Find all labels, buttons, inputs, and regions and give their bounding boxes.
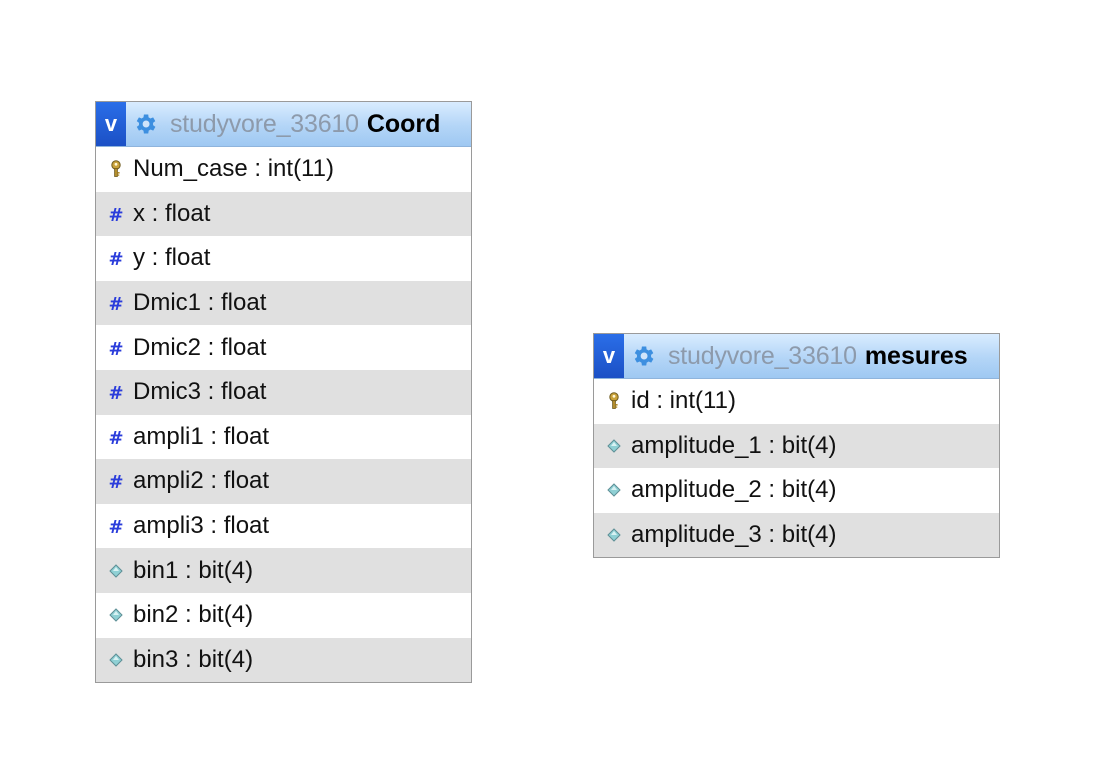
column-label: amplitude_3 : bit(4) [631,521,837,549]
gear-icon[interactable] [630,343,656,369]
table-mesures[interactable]: v studyvore_33610 mesures id : int(11) am… [593,333,1000,559]
column-row[interactable]: # x : float [96,191,471,237]
column-row[interactable]: amplitude_3 : bit(4) [594,512,999,558]
diamond-icon [604,525,624,545]
column-row[interactable]: # y : float [96,236,471,281]
table-header[interactable]: v studyvore_33610 mesures [594,334,999,379]
column-row[interactable]: id : int(11) [594,379,999,424]
gear-icon[interactable] [132,111,158,137]
column-row[interactable]: bin1 : bit(4) [96,548,471,593]
hash-icon: # [108,249,124,271]
column-row[interactable]: bin2 : bit(4) [96,592,471,638]
hash-icon: # [108,517,124,539]
column-row[interactable]: amplitude_2 : bit(4) [594,468,999,513]
table-name: mesures [864,341,968,370]
column-row[interactable]: Num_case : int(11) [96,147,471,192]
toggle-columns-button[interactable]: v [96,102,126,146]
toggle-columns-button[interactable]: v [594,334,624,378]
column-label: Dmic2 : float [133,333,267,361]
column-row[interactable]: amplitude_1 : bit(4) [594,423,999,469]
column-label: amplitude_1 : bit(4) [631,431,837,459]
hash-icon: # [108,338,124,360]
column-row[interactable]: # ampli3 : float [96,503,471,549]
column-list: id : int(11) amplitude_1 : bit(4) amplitud… [594,379,999,558]
table-coord[interactable]: v studyvore_33610 Coord Num_case : int(1… [95,101,472,684]
column-row[interactable]: # ampli2 : float [96,459,471,504]
diamond-icon [106,561,126,581]
hash-icon: # [108,294,124,316]
diamond-icon [604,436,624,456]
hash-icon: # [108,427,124,449]
column-row[interactable]: # Dmic3 : float [96,369,471,415]
database-name: studyvore_33610 [668,341,857,370]
diamond-icon [106,650,126,670]
database-name: studyvore_33610 [170,109,359,138]
column-label: ampli2 : float [133,467,270,495]
column-label: ampli3 : float [133,512,270,540]
column-row[interactable]: # Dmic1 : float [96,280,471,326]
column-label: Dmic3 : float [133,378,267,406]
column-row[interactable]: # Dmic2 : float [96,325,471,370]
column-label: y : float [133,244,211,272]
column-label: bin1 : bit(4) [133,556,254,584]
column-label: ampli1 : float [133,422,270,450]
hash-icon: # [108,204,124,226]
column-row[interactable]: # ampli1 : float [96,414,471,460]
column-label: bin2 : bit(4) [133,601,254,629]
diamond-icon [604,480,624,500]
diamond-icon [106,605,126,625]
key-icon [604,391,624,411]
key-icon [106,159,126,179]
column-label: id : int(11) [631,387,736,415]
column-label: Dmic1 : float [133,289,267,317]
hash-icon: # [108,383,124,405]
column-label: x : float [133,199,211,227]
column-list: Num_case : int(11) # x : float # y : float # D… [96,147,471,683]
table-name: Coord [366,109,441,138]
column-row[interactable]: bin3 : bit(4) [96,637,471,683]
column-label: Num_case : int(11) [133,155,334,183]
column-label: amplitude_2 : bit(4) [631,476,837,504]
table-header[interactable]: v studyvore_33610 Coord [96,102,471,147]
column-label: bin3 : bit(4) [133,645,254,673]
hash-icon: # [108,472,124,494]
